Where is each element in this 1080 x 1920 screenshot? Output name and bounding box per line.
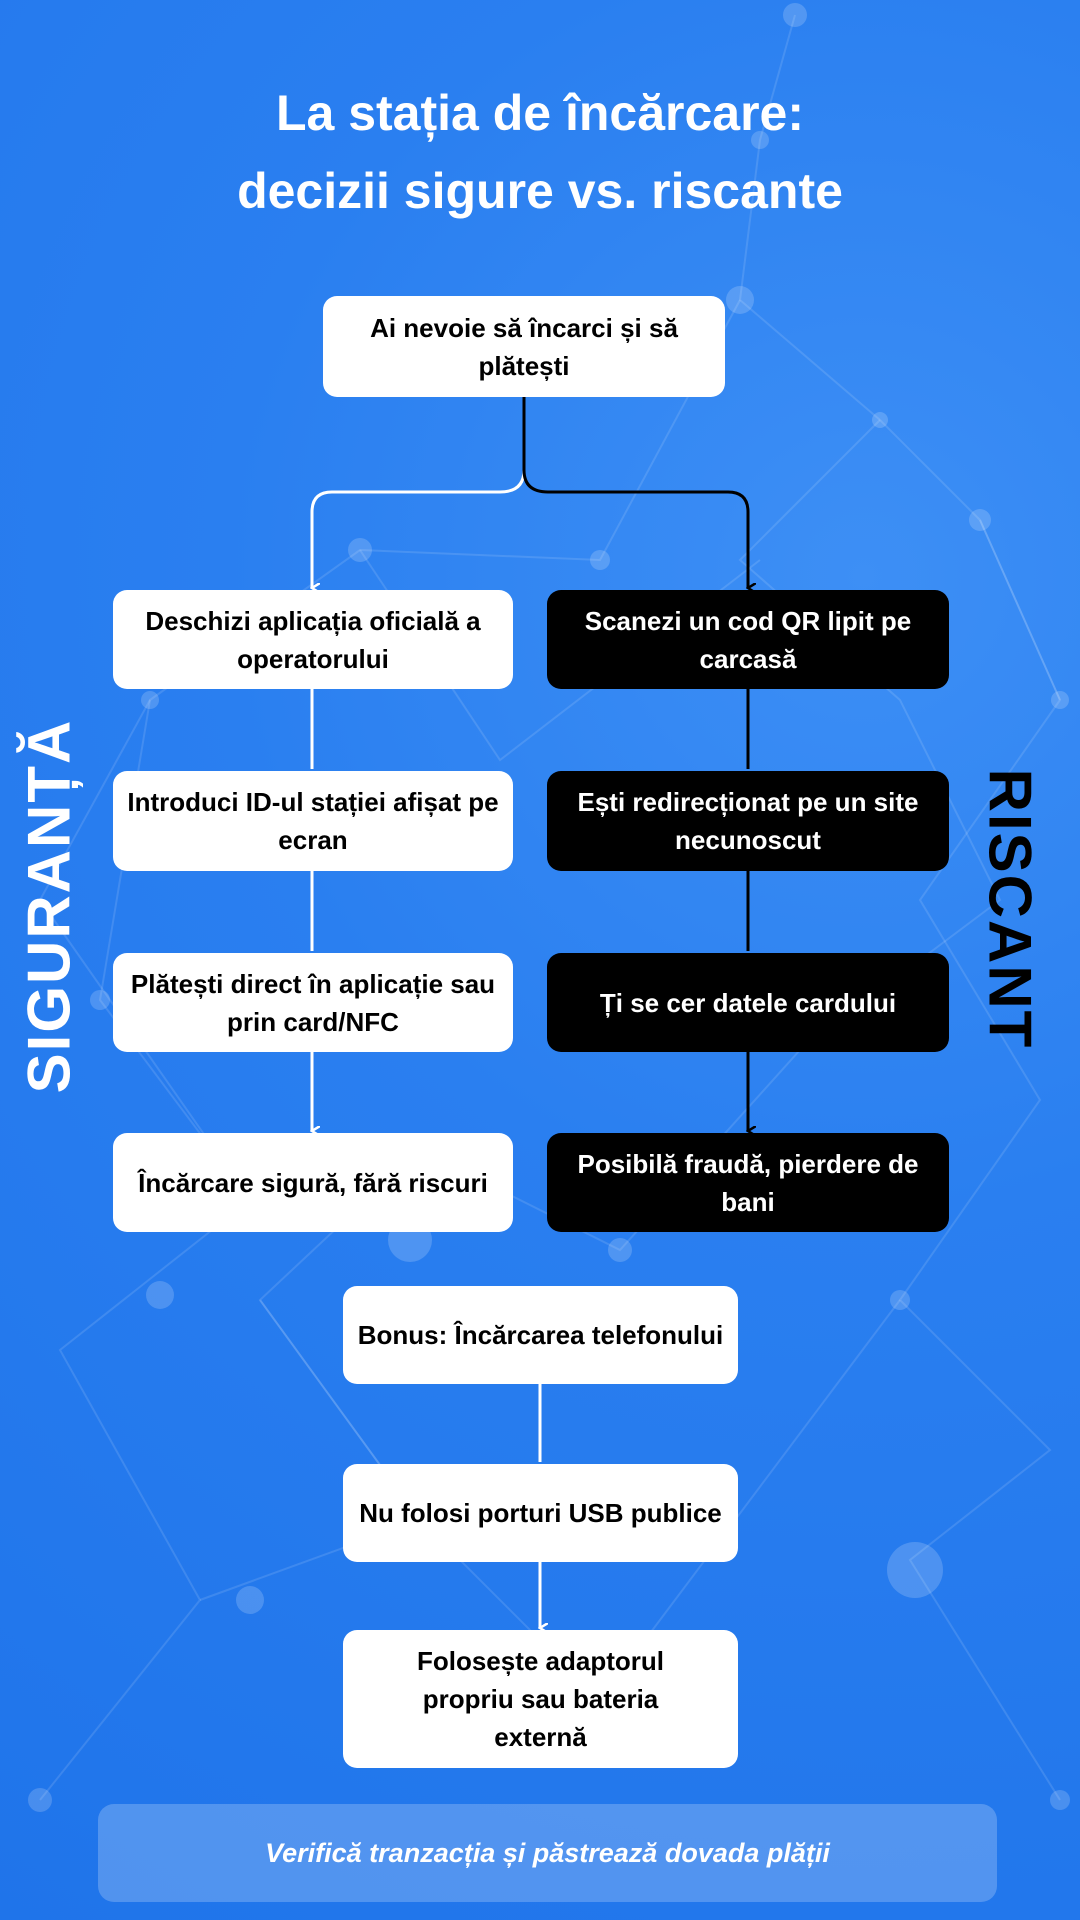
bonus-step-1: Bonus: Încărcarea telefonului [343,1286,738,1384]
safe-step-2: Introduci ID-ul stației afișat pe ecran [113,771,513,871]
page-title: La stația de încărcare: decizii sigure v… [0,74,1080,230]
risky-step-2: Ești redirecționat pe un site necunoscut [547,771,949,871]
safe-step-3: Plătești direct în aplicație sau prin ca… [113,953,513,1052]
risky-step-4: Posibilă fraudă, pierdere de bani [547,1133,949,1232]
title-line-1: La stația de încărcare: [275,85,805,141]
risky-step-1: Scanezi un cod QR lipit pe carcasă [547,590,949,689]
bonus-step-3: Folosește adaptorul propriu sau bateria … [343,1630,738,1768]
bonus-step-2: Nu folosi porturi USB publice [343,1464,738,1562]
safe-label: SIGURANȚĂ [15,718,83,1094]
safe-step-1: Deschizi aplicația oficială a operatorul… [113,590,513,689]
footer-tip: Verifică tranzacția și păstrează dovada … [98,1804,997,1902]
risky-step-3: Ți se cer datele cardului [547,953,949,1052]
connector-risky-branch [522,469,748,588]
start-node: Ai nevoie să încarci și să plătești [323,296,725,397]
connector-safe-branch [312,469,526,588]
title-line-2: decizii sigure vs. riscante [237,163,843,219]
safe-step-4: Încărcare sigură, fără riscuri [113,1133,513,1232]
risky-label: RISCANT [976,768,1044,1050]
